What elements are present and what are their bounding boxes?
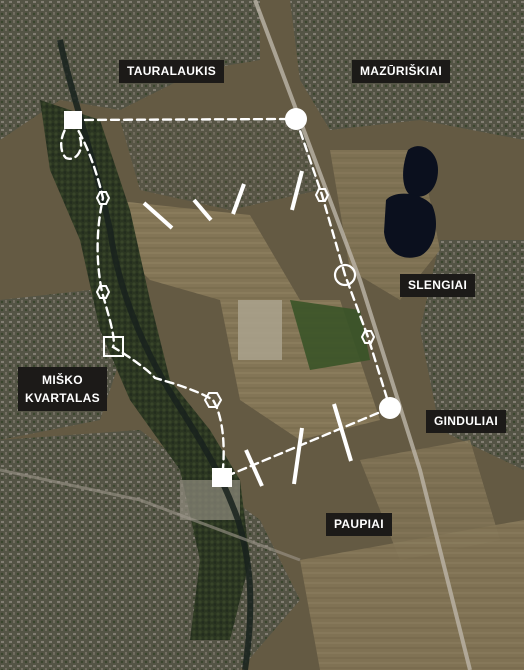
place-label-ginduliai: GINDULIAI xyxy=(426,410,507,433)
hexagon-marker xyxy=(203,392,223,408)
place-label-misko-kvartalas: MIŠKO KVARTALAS xyxy=(18,367,107,411)
hexagon-markers xyxy=(95,188,376,408)
place-label-line: MIŠKO xyxy=(42,373,83,387)
bar-marker xyxy=(332,403,353,462)
circle-marker-mazuriskiai[interactable] xyxy=(285,108,307,130)
bar-marker xyxy=(244,449,264,487)
hexagon-marker xyxy=(95,285,111,299)
bar-marker xyxy=(142,201,174,230)
bar-marker xyxy=(292,427,304,485)
bar-marker xyxy=(290,170,304,211)
bar-marker xyxy=(192,198,213,222)
square-marker-paupiai[interactable] xyxy=(212,468,232,487)
place-label-line: KVARTALAS xyxy=(25,391,100,405)
place-label-tauralaukis: TAURALAUKIS xyxy=(119,60,225,83)
hexagon-marker xyxy=(314,188,330,202)
square-marker-tauralaukis[interactable] xyxy=(64,111,82,129)
open-circle-marker-slengiai[interactable] xyxy=(333,263,357,287)
circle-marker-ginduliai[interactable] xyxy=(379,397,401,419)
route-line xyxy=(60,117,392,480)
hexagon-marker xyxy=(95,191,111,205)
place-label-paupiai: PAUPIAI xyxy=(326,513,392,536)
bar-markers xyxy=(142,170,353,487)
place-label-mazuriskiai: MAZŪRIŠKIAI xyxy=(352,60,450,83)
open-square-marker-misko[interactable] xyxy=(103,336,124,357)
bar-marker xyxy=(231,183,246,215)
place-label-slengiai: SLENGIAI xyxy=(400,274,476,297)
hexagon-marker xyxy=(360,330,376,344)
